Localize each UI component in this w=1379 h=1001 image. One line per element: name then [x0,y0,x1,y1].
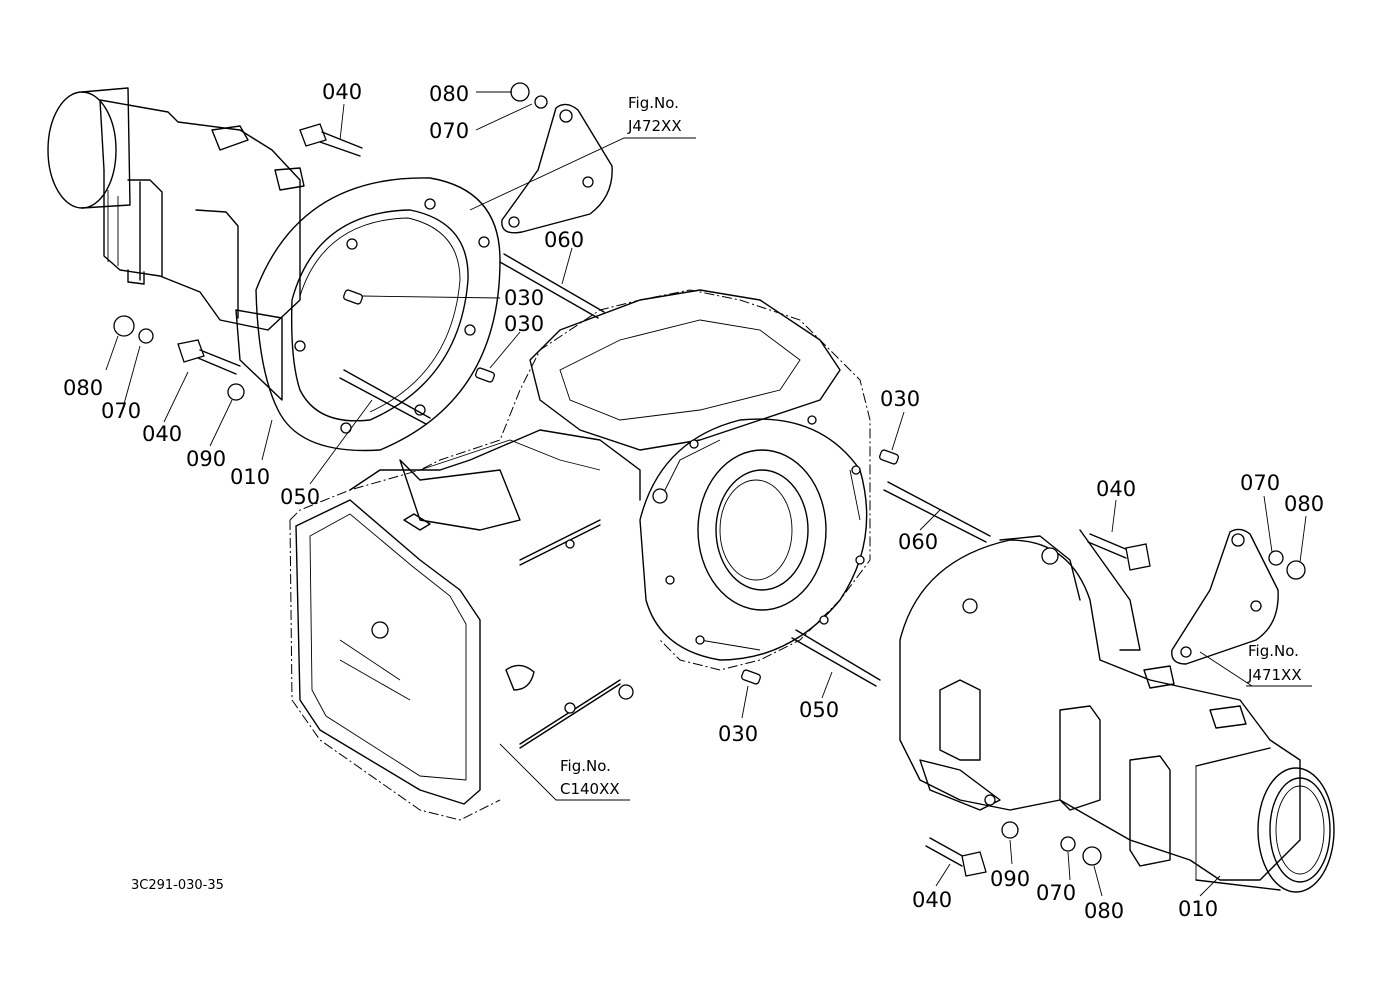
fig-ref-j472-line1: Fig.No. [628,94,679,112]
callout-labels: 040 080 070 060 030 030 080 070 040 090 … [63,80,1324,923]
callout-090-left: 090 [186,447,226,471]
figure-reference-c140[interactable]: Fig.No. C140XX [560,757,620,798]
callout-040-left: 040 [142,422,182,446]
callout-030-b: 030 [504,312,544,336]
callout-070-bottom-right: 070 [1036,881,1076,905]
figure-reference-j472[interactable]: Fig.No. J472XX [627,94,682,135]
callout-070-top: 070 [429,119,469,143]
fig-ref-j471-line1: Fig.No. [1248,642,1299,660]
callout-010-left: 010 [230,465,270,489]
fig-ref-j471-line2: J471XX [1247,666,1302,684]
callout-070-right: 070 [1240,471,1280,495]
stay-bracket-right [1171,528,1279,665]
fig-ref-j472-line2: J472XX [627,117,682,135]
stay-bracket-top [501,103,613,234]
callout-040-right: 040 [1096,477,1136,501]
left-flange [255,177,501,452]
right-axle-housing [899,529,1335,893]
callout-060-top: 060 [544,228,584,252]
callout-050-right: 050 [799,698,839,722]
callout-040-top-left: 040 [322,80,362,104]
figure-reference-j471[interactable]: Fig.No. J471XX [1246,642,1312,687]
callout-080-right: 080 [1284,492,1324,516]
fig-ref-c140-line1: Fig.No. [560,757,611,775]
callout-030-bottom: 030 [718,722,758,746]
callout-060-right: 060 [898,530,938,554]
callout-080-bottom-right: 080 [1084,899,1124,923]
callout-040-bottom-right: 040 [912,888,952,912]
callout-010-right: 010 [1178,897,1218,921]
callout-030-a: 030 [504,286,544,310]
callout-080-left: 080 [63,376,103,400]
callout-090-bottom-right: 090 [990,867,1030,891]
bolts-studs-pins [113,82,1306,877]
diagram-code: 3C291-030-35 [131,878,224,893]
left-axle-housing [47,87,305,401]
fig-ref-c140-line2: C140XX [560,780,620,798]
callout-070-left: 070 [101,399,141,423]
callout-050-left: 050 [280,485,320,509]
transmission-case [289,289,871,821]
leader-lines [105,91,1307,897]
callout-080-top: 080 [429,82,469,106]
callout-030-right: 030 [880,387,920,411]
